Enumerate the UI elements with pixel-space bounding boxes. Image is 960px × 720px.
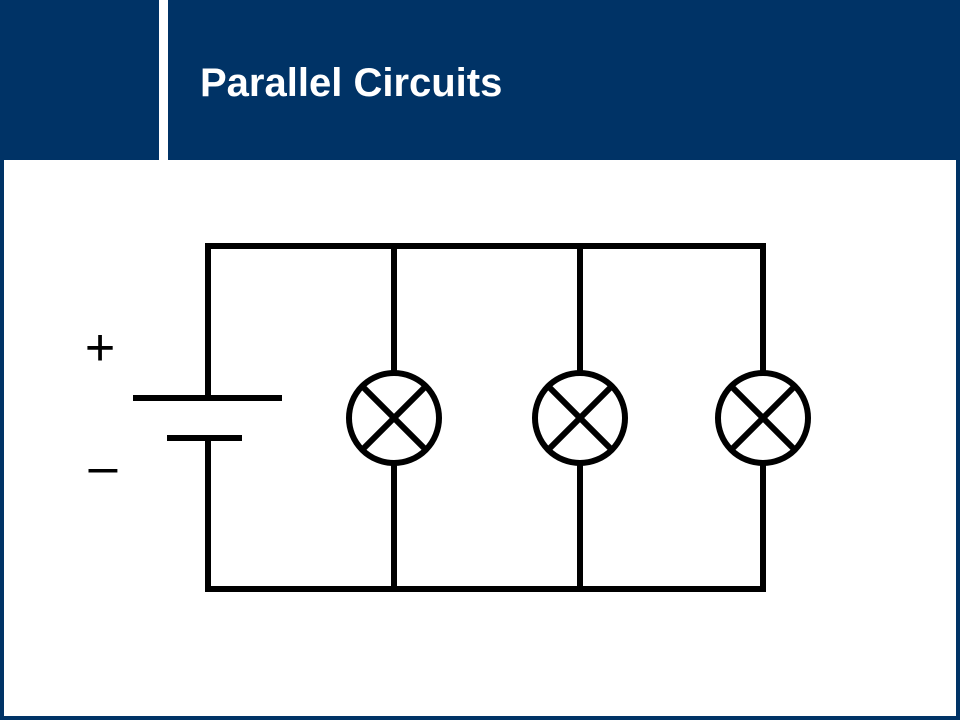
lamp-3-icon bbox=[715, 370, 811, 466]
header-left-block bbox=[0, 0, 159, 160]
slide-title: Parallel Circuits bbox=[200, 61, 503, 105]
lamp-1-icon bbox=[346, 370, 442, 466]
header-title-bar bbox=[168, 0, 960, 160]
battery-negative-label: – bbox=[89, 438, 118, 496]
battery-positive-label: + bbox=[85, 319, 115, 377]
lamp-2-icon bbox=[532, 370, 628, 466]
